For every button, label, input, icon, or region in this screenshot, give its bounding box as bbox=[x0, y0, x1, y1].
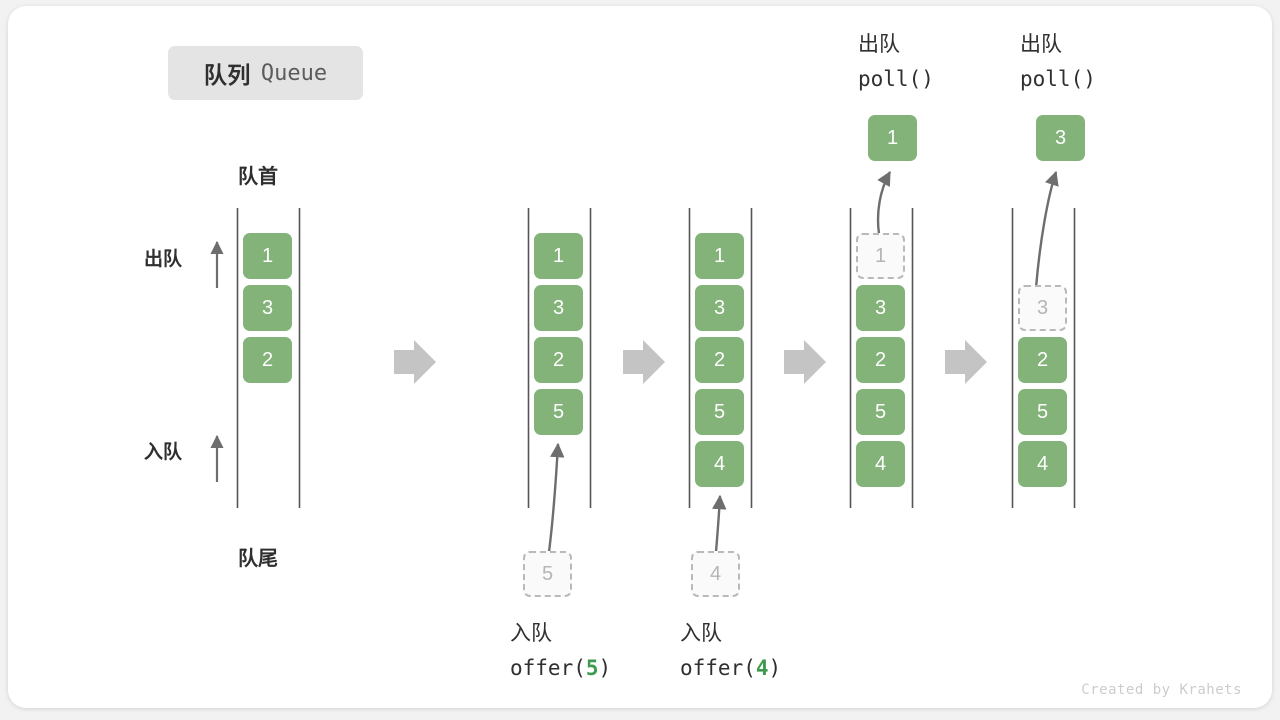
label-dequeue-direction: 出队 bbox=[144, 249, 183, 270]
diagram-title-badge: 队列 Queue bbox=[168, 46, 363, 100]
code-suffix: ) bbox=[768, 656, 782, 680]
incoming-ghost-cell: 5 bbox=[523, 551, 572, 597]
label-enqueue-direction: 入队 bbox=[144, 442, 183, 463]
queue-cell: 1 bbox=[695, 233, 744, 279]
caption-offer-5: 入队 offer(5) bbox=[510, 617, 611, 685]
queue-cell: 3 bbox=[856, 285, 905, 331]
code-prefix: offer( bbox=[510, 656, 586, 680]
queue-cell: 5 bbox=[695, 389, 744, 435]
queue-cell: 4 bbox=[695, 441, 744, 487]
queue-cell: 2 bbox=[1018, 337, 1067, 383]
label-rear: 队尾 bbox=[238, 548, 278, 570]
caption-label-code: offer(4) bbox=[680, 651, 781, 685]
queue-cell: 2 bbox=[856, 337, 905, 383]
watermark-credit: Created by Krahets bbox=[1081, 682, 1242, 698]
queue-cell: 2 bbox=[243, 337, 292, 383]
queue-cell: 5 bbox=[1018, 389, 1067, 435]
caption-label-cn: 出队 bbox=[1020, 33, 1062, 56]
title-english: Queue bbox=[260, 60, 328, 86]
queue-cell: 4 bbox=[856, 441, 905, 487]
caption-offer-4: 入队 offer(4) bbox=[680, 617, 781, 685]
incoming-ghost-cell: 4 bbox=[691, 551, 740, 597]
caption-label-code: poll() bbox=[858, 67, 934, 91]
caption-label-cn: 出队 bbox=[858, 33, 900, 56]
popped-cell: 3 bbox=[1036, 115, 1085, 161]
caption-label-cn: 入队 bbox=[510, 622, 552, 645]
queue-cell: 4 bbox=[1018, 441, 1067, 487]
queue-cell: 3 bbox=[695, 285, 744, 331]
code-prefix: offer( bbox=[680, 656, 756, 680]
queue-cell: 3 bbox=[243, 285, 292, 331]
queue-cell: 5 bbox=[856, 389, 905, 435]
label-front: 队首 bbox=[238, 166, 278, 188]
queue-cell: 5 bbox=[534, 389, 583, 435]
diagram-card bbox=[8, 6, 1272, 708]
queue-cell: 1 bbox=[243, 233, 292, 279]
title-chinese: 队列 bbox=[203, 62, 251, 88]
queue-cell: 1 bbox=[534, 233, 583, 279]
caption-label-cn: 入队 bbox=[680, 622, 722, 645]
popped-cell: 1 bbox=[868, 115, 917, 161]
caption-poll-3: 出队 poll() bbox=[1020, 28, 1096, 96]
queue-cell: 3 bbox=[534, 285, 583, 331]
queue-cell: 2 bbox=[695, 337, 744, 383]
code-number: 4 bbox=[755, 656, 769, 680]
caption-label-code: offer(5) bbox=[510, 651, 611, 685]
outgoing-ghost-cell: 1 bbox=[856, 233, 905, 279]
caption-label-code: poll() bbox=[1020, 67, 1096, 91]
code-number: 5 bbox=[585, 656, 599, 680]
queue-cell: 2 bbox=[534, 337, 583, 383]
outgoing-ghost-cell: 3 bbox=[1018, 285, 1067, 331]
code-suffix: ) bbox=[598, 656, 612, 680]
caption-poll-1: 出队 poll() bbox=[858, 28, 934, 96]
